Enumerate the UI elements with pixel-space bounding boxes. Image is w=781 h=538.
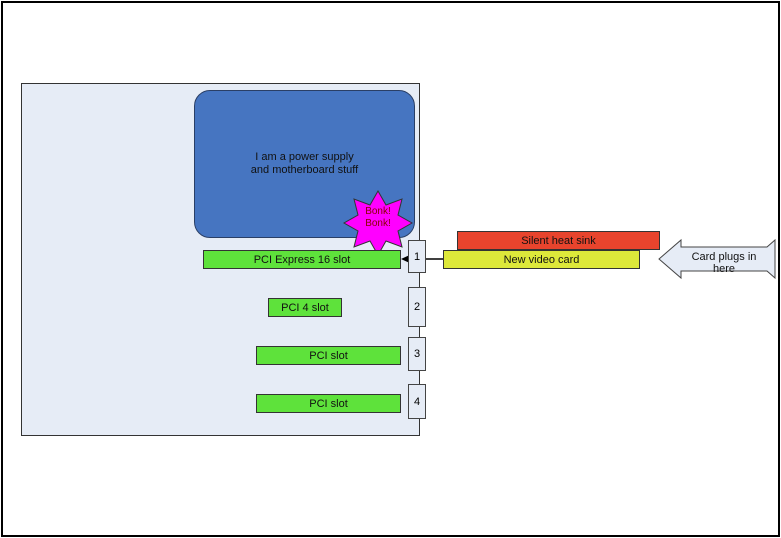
- heat-sink: Silent heat sink: [457, 231, 660, 250]
- bracket-3: 3: [408, 337, 426, 371]
- card-plugs-label: Card plugs in here: [691, 251, 757, 275]
- bracket-1: 1: [408, 240, 426, 273]
- bonk-label: Bonk! Bonk!: [346, 206, 410, 230]
- psu-label-line2: and motherboard stuff: [250, 164, 359, 176]
- pci4-slot: PCI 4 slot: [268, 298, 342, 317]
- bracket-4: 4: [408, 384, 426, 419]
- card-plugs-arrow: [658, 238, 776, 280]
- pci-express-slot: PCI Express 16 slot: [203, 250, 401, 269]
- bonk-line2: Bonk!: [365, 218, 391, 229]
- bracket-2: 2: [408, 287, 426, 327]
- pci-slot-b: PCI slot: [256, 394, 401, 413]
- video-card: New video card: [443, 250, 640, 269]
- psu-label-line1: I am a power supply: [255, 151, 354, 163]
- pci-slot-a: PCI slot: [256, 346, 401, 365]
- bonk-line1: Bonk!: [365, 206, 391, 217]
